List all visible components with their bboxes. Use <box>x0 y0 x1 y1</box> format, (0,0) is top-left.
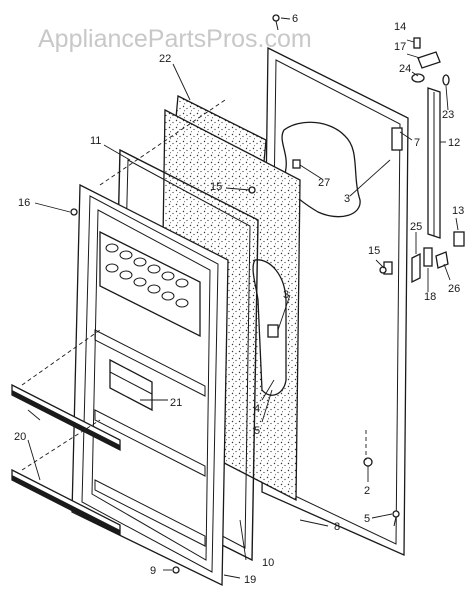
door-hinge-brackets <box>383 127 403 275</box>
hinge-bar <box>427 87 441 239</box>
inner-door-liner <box>71 183 229 587</box>
callout-10: 10 <box>262 557 274 569</box>
callout-20: 20 <box>14 431 26 443</box>
callout-12: 12 <box>448 137 460 149</box>
lower-hinge-hardware <box>411 247 449 284</box>
top-hinge-hardware <box>411 37 450 86</box>
callout-5b: 5 <box>364 513 370 525</box>
callout-labels: 6 14 17 24 23 22 11 7 12 15 27 3 16 13 1… <box>14 13 464 586</box>
callout-15b: 15 <box>368 245 380 257</box>
callout-24: 24 <box>399 63 411 75</box>
callout-3a: 3 <box>344 193 350 205</box>
callout-15a: 15 <box>210 181 222 193</box>
callout-19: 19 <box>244 574 256 586</box>
door-shelf-bar-upper <box>11 383 121 452</box>
watermark-text: AppliancePartsPros.com <box>38 25 312 53</box>
callout-17: 17 <box>394 41 406 53</box>
callout-2: 2 <box>364 485 370 497</box>
callout-13: 13 <box>452 205 464 217</box>
callout-18: 18 <box>424 291 436 303</box>
callout-9: 9 <box>150 565 156 577</box>
callout-11: 11 <box>90 135 101 147</box>
leader-lines <box>27 17 459 579</box>
callout-7: 7 <box>414 137 420 149</box>
callout-3b: 3 <box>283 289 289 301</box>
callout-14: 14 <box>394 21 406 33</box>
callout-26: 26 <box>448 283 460 295</box>
hinge-block <box>453 231 465 247</box>
callout-23: 23 <box>442 109 454 121</box>
callout-21: 21 <box>170 397 182 409</box>
alignment-lines <box>21 99 367 471</box>
callout-5a: 5 <box>254 425 260 437</box>
egg-cups <box>105 243 189 308</box>
callout-27: 27 <box>318 177 330 189</box>
callout-4: 4 <box>254 403 260 415</box>
insulation-blob <box>281 121 361 218</box>
callout-6: 6 <box>292 13 298 25</box>
callout-22: 22 <box>159 53 171 65</box>
callout-16: 16 <box>18 197 30 209</box>
callout-8: 8 <box>334 521 340 533</box>
callout-25: 25 <box>410 221 422 233</box>
screws <box>70 14 400 574</box>
door-shelf-bar-lower <box>11 468 121 537</box>
